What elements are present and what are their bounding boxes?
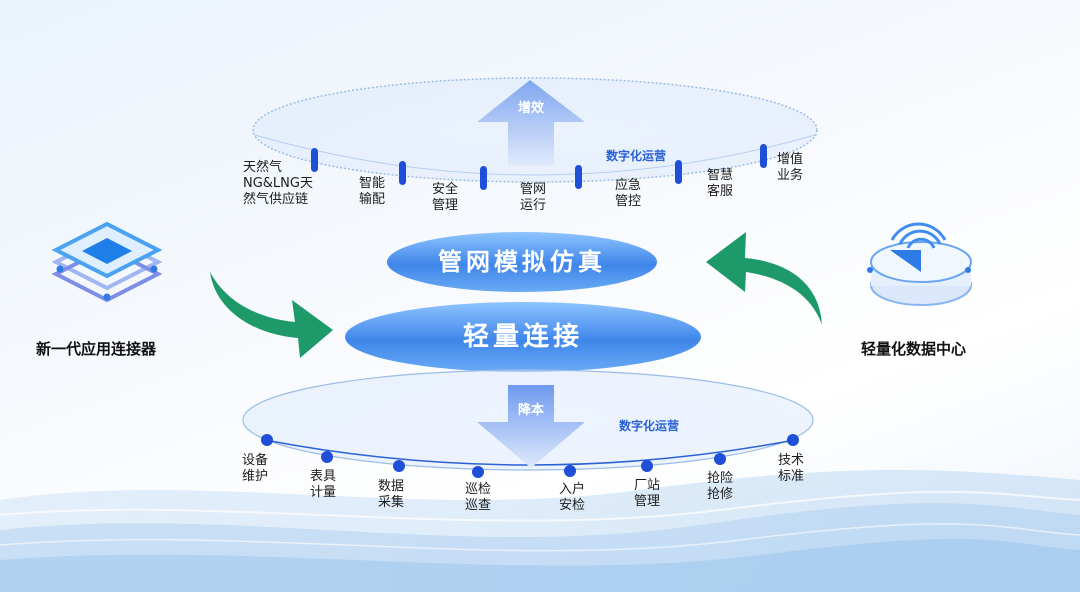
right-title: 轻量化数据中心 — [861, 340, 967, 358]
bottom-item-4: 巡检 巡查 — [464, 482, 491, 513]
top-item-7: 增值 业务 — [776, 152, 803, 183]
top-node-3 — [480, 166, 487, 190]
simulation-title: 管网模拟仿真 — [438, 248, 606, 276]
bottom-item-3: 数据 采集 — [377, 479, 404, 510]
bottom-item-6: 厂站 管理 — [633, 478, 660, 509]
background-waves — [0, 470, 1080, 592]
bottom-node-3 — [393, 460, 405, 472]
connection-title: 轻量连接 — [462, 322, 583, 352]
left-title: 新一代应用连接器 — [36, 340, 157, 358]
down-arrow — [477, 385, 585, 468]
bottom-node-4 — [472, 466, 484, 478]
bottom-item-8: 技术 标准 — [777, 453, 804, 484]
bottom-node-7 — [714, 453, 726, 465]
bottom-item-5: 入户 安检 — [558, 482, 585, 513]
top-ring-nodes — [311, 144, 767, 190]
top-ring-label: 数字化运营 — [606, 149, 667, 163]
data-center-icon — [867, 222, 972, 306]
down-arrow-label: 降本 — [517, 403, 544, 418]
bottom-node-6 — [641, 460, 653, 472]
top-item-1: 天然气 NG&LNG天 然气供应链 — [243, 160, 313, 207]
top-item-5: 应急 管控 — [614, 178, 641, 209]
connection-pill — [345, 302, 701, 372]
up-arrow — [477, 80, 585, 165]
left-green-arrow — [210, 272, 333, 358]
bottom-item-1: 设备 维护 — [241, 453, 268, 484]
bottom-ring-label: 数字化运营 — [619, 419, 680, 433]
up-arrow-label: 增效 — [517, 101, 544, 116]
top-node-5 — [675, 160, 682, 184]
top-item-4: 管网 运行 — [519, 182, 546, 213]
top-node-2 — [399, 161, 406, 185]
simulation-pill — [387, 232, 657, 292]
layers-icon — [51, 221, 163, 303]
top-item-2: 智能 输配 — [358, 176, 385, 207]
top-node-1 — [311, 148, 318, 172]
top-item-6: 智慧 客服 — [706, 168, 733, 199]
bottom-item-7: 抢险 抢修 — [706, 471, 733, 502]
top-node-6 — [760, 144, 767, 168]
bottom-node-8 — [787, 434, 799, 446]
bottom-node-1 — [261, 434, 273, 446]
bottom-node-2 — [321, 451, 333, 463]
top-node-4 — [575, 165, 582, 189]
top-ring-front-arc — [254, 134, 816, 176]
right-green-arrow — [706, 232, 822, 325]
bottom-node-5 — [564, 465, 576, 477]
bottom-item-2: 表具 计量 — [309, 469, 336, 500]
top-item-3: 安全 管理 — [431, 182, 458, 213]
bottom-ring-nodes — [261, 434, 799, 478]
